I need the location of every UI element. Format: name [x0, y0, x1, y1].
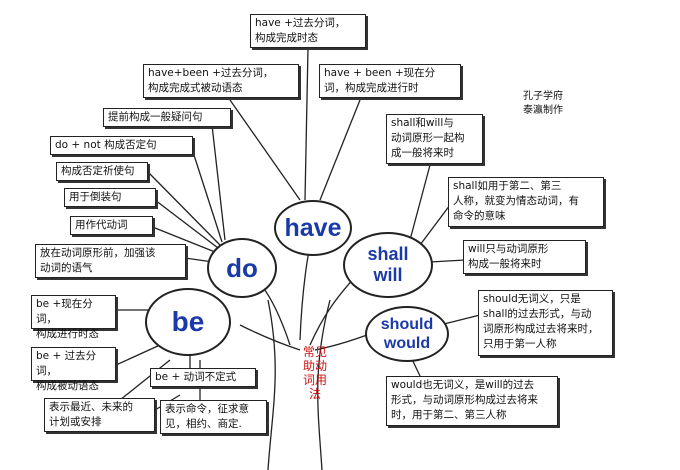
- be-to-infinitive-note: be + 动词不定式: [150, 368, 256, 387]
- have-been-passive-note: have+been +过去分词， 构成完成式被动语态: [143, 64, 299, 98]
- shall-will-node: shall will: [343, 232, 433, 298]
- should-would-node: should would: [365, 306, 449, 362]
- author-credit: 孔子学府 泰瀛制作: [523, 91, 563, 116]
- do-negative-imperative-note: 构成否定祈使句: [56, 162, 148, 181]
- do-node: do: [207, 238, 277, 298]
- be-passive-note: be + 过去分词， 构成被动语态: [31, 347, 116, 392]
- be-plan-note: 表示最近、未来的 计划或安排: [44, 398, 155, 432]
- do-emphasis-note: 放在动词原形前，加强该 动词的语气: [35, 244, 186, 278]
- have-been-progressive-note: have + been +现在分 词，构成完成进行时: [319, 64, 461, 98]
- be-node: be: [145, 288, 231, 356]
- diagram-title: 常见助动词用法: [302, 345, 327, 401]
- will-future-note: will只与动词原形 构成一般将来时: [463, 240, 586, 274]
- shall-modal-note: shall如用于第二、第三 人称，就变为情态动词，有 命令的意味: [448, 177, 604, 227]
- should-meaning-note: should无词义，只是 shall的过去形式，与动 词原形构成过去将来时， 只…: [478, 290, 613, 356]
- would-meaning-note: would也无词义，是will的过去 形式，与动词原形构成过去将来 时，用于第二…: [386, 376, 558, 426]
- have-perfect-note: have +过去分词， 构成完成时态: [250, 14, 366, 48]
- have-node: have: [274, 200, 352, 256]
- do-not-negative-note: do + not 构成否定句: [50, 136, 193, 155]
- do-proverb-note: 用作代动词: [70, 216, 153, 235]
- do-question-note: 提前构成一般疑问句: [103, 108, 231, 127]
- be-command-note: 表示命令，征求意 见，相约、商定.: [160, 400, 267, 434]
- do-inversion-note: 用于倒装句: [64, 188, 156, 207]
- be-progressive-note: be +现在分词， 构成进行时态: [31, 295, 116, 340]
- shall-will-future-note: shall和will与 动词原形一起构 成一般将来时: [386, 114, 483, 164]
